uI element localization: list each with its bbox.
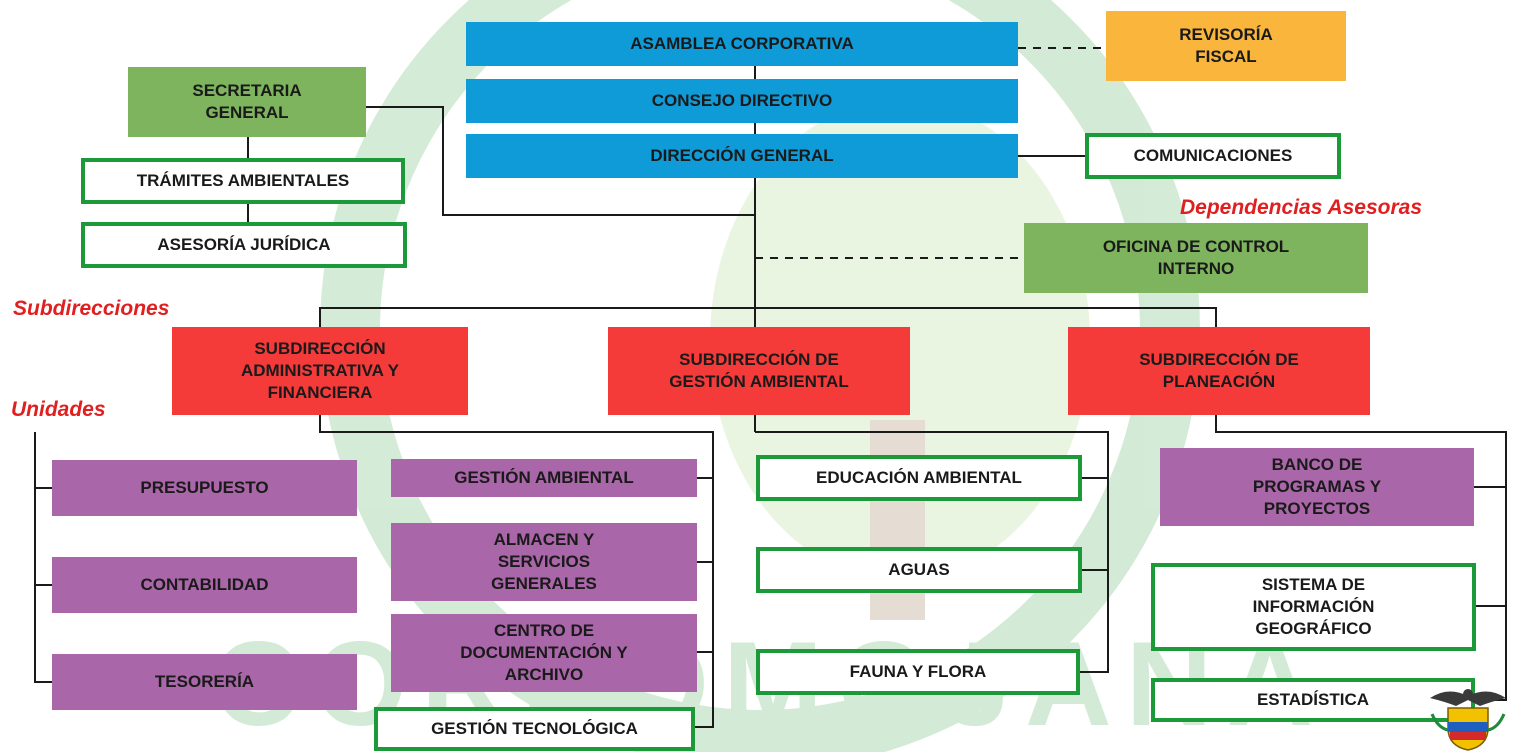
- sistema-informacion-box: SISTEMA DE INFORMACIÓN GEOGRÁFICO: [1151, 563, 1476, 651]
- secretaria-general-box: SECRETARIA GENERAL: [128, 67, 366, 137]
- gestion-units-line: [755, 431, 1109, 673]
- revisoria-fiscal-box: REVISORÍA FISCAL: [1106, 11, 1346, 81]
- estadistica-box: ESTADÍSTICA: [1151, 678, 1475, 722]
- comunicaciones-box: COMUNICACIONES: [1085, 133, 1341, 179]
- subdirecciones-label: Subdirecciones: [13, 297, 170, 320]
- subdireccion-planeacion-box: SUBDIRECCIÓN DE PLANEACIÓN: [1068, 327, 1370, 415]
- contabilidad-box: CONTABILIDAD: [52, 557, 357, 613]
- unidades-label: Unidades: [11, 398, 106, 421]
- gestion-ticks: [1082, 477, 1108, 571]
- coat-of-arms-icon: [1430, 689, 1506, 751]
- subdireccion-administrativa-box: SUBDIRECCIÓN ADMINISTRATIVA Y FINANCIERA: [172, 327, 468, 415]
- direccion-general-box: DIRECCIÓN GENERAL: [466, 134, 1018, 178]
- consejo-directivo-box: CONSEJO DIRECTIVO: [466, 79, 1018, 123]
- planeacion-ticks: [1474, 486, 1506, 607]
- subdireccion-gestion-ambiental-box: SUBDIRECCIÓN DE GESTIÓN AMBIENTAL: [608, 327, 910, 415]
- gestion-tecnologica-box: GESTIÓN TECNOLÓGICA: [374, 707, 695, 751]
- aguas-box: AGUAS: [756, 547, 1082, 593]
- centro-documentacion-box: CENTRO DE DOCUMENTACIÓN Y ARCHIVO: [391, 614, 697, 692]
- subdirecciones-bus-line: [319, 307, 1217, 327]
- admin-units-line-right: [319, 415, 714, 728]
- fauna-flora-box: FAUNA Y FLORA: [756, 649, 1080, 695]
- oficina-control-interno-box: OFICINA DE CONTROL INTERNO: [1024, 223, 1368, 293]
- gestion-ambiental-unit-box: GESTIÓN AMBIENTAL: [391, 459, 697, 497]
- presupuesto-box: PRESUPUESTO: [52, 460, 357, 516]
- tramites-ambientales-box: TRÁMITES AMBIENTALES: [81, 158, 405, 204]
- admin-units-line-left: [34, 432, 52, 683]
- dependencias-asesoras-label: Dependencias Asesoras: [1180, 196, 1423, 219]
- admin-right-ticks: [697, 477, 713, 653]
- banco-programas-box: BANCO DE PROGRAMAS Y PROYECTOS: [1160, 448, 1474, 526]
- tesoreria-box: TESORERÍA: [52, 654, 357, 710]
- asamblea-corporativa-box: ASAMBLEA CORPORATIVA: [466, 22, 1018, 66]
- admin-left-ticks: [35, 487, 52, 586]
- almacen-box: ALMACEN Y SERVICIOS GENERALES: [391, 523, 697, 601]
- secretaria-line: [366, 106, 755, 216]
- asesoria-juridica-box: ASESORÍA JURÍDICA: [81, 222, 407, 268]
- educacion-ambiental-box: EDUCACIÓN AMBIENTAL: [756, 455, 1082, 501]
